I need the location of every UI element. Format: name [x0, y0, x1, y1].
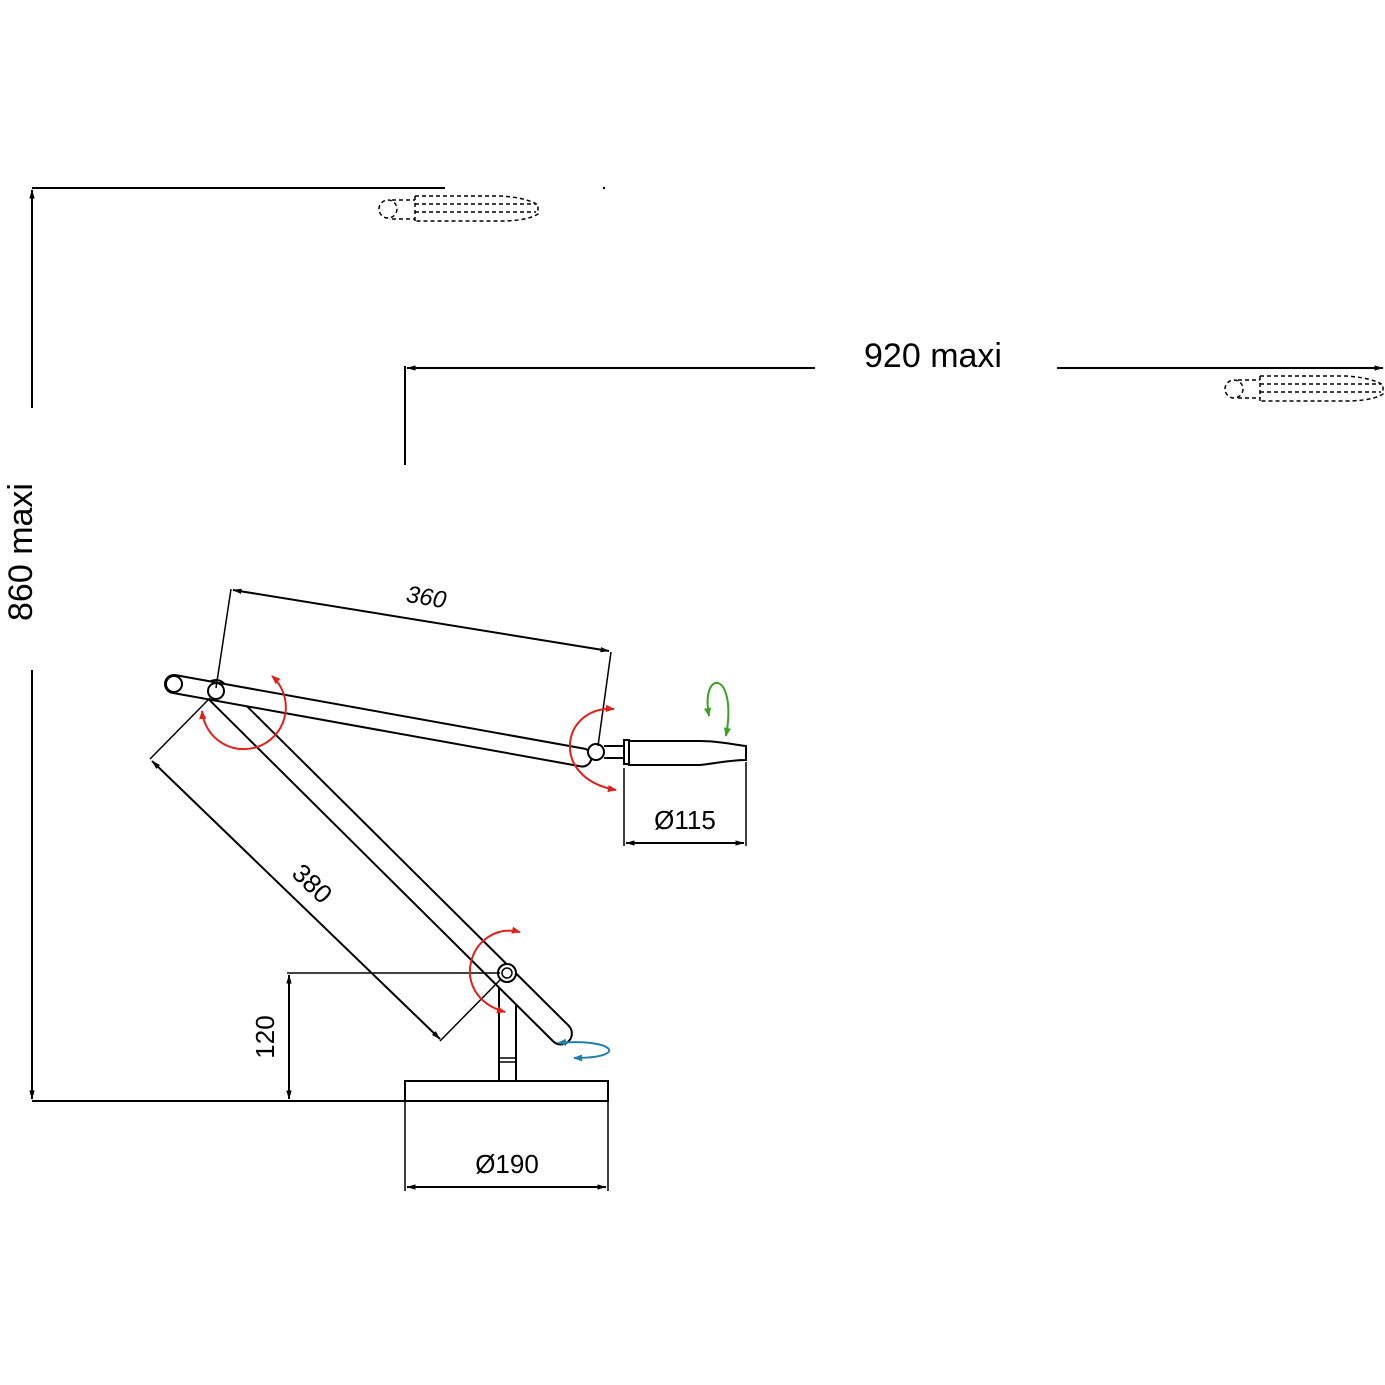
upper-arm	[164, 674, 593, 768]
ghost-head-raised	[378, 195, 539, 222]
lamp-base	[404, 1080, 609, 1102]
base-swivel-icon	[557, 1038, 611, 1062]
lower-arm-length-label: 380	[286, 858, 338, 910]
head-diameter-label: Ø115	[654, 805, 716, 835]
base-joint-rotation-icon	[468, 926, 521, 1014]
base-height-label: 120	[250, 1015, 280, 1058]
upper-arm-dimension: 360	[215, 581, 612, 747]
base-diameter-dimension: Ø190	[404, 1101, 609, 1191]
head-joint	[587, 743, 605, 761]
height-dimension: 860 maxi	[2, 187, 445, 1102]
head-tilt-icon	[703, 681, 731, 737]
reach-dimension: 920 maxi	[404, 337, 1384, 465]
base-diameter-label: Ø190	[475, 1149, 539, 1179]
base-height-dimension: 120	[250, 972, 500, 1100]
reach-max-label: 920 maxi	[864, 337, 1002, 375]
lower-arm-dimension: 380	[149, 697, 501, 1042]
height-max-label: 860 maxi	[2, 483, 40, 621]
base-joint	[497, 963, 517, 983]
head-diameter-dimension: Ø115	[623, 762, 747, 846]
head-joint-rotation-icon	[569, 704, 617, 793]
ghost-head-extended	[1224, 375, 1384, 402]
upper-arm-length-label: 360	[404, 581, 448, 614]
stray-dot	[602, 186, 606, 190]
elbow-rotation-icon	[199, 675, 287, 751]
lamp-head	[604, 739, 747, 766]
counterweight-joint	[165, 675, 183, 693]
